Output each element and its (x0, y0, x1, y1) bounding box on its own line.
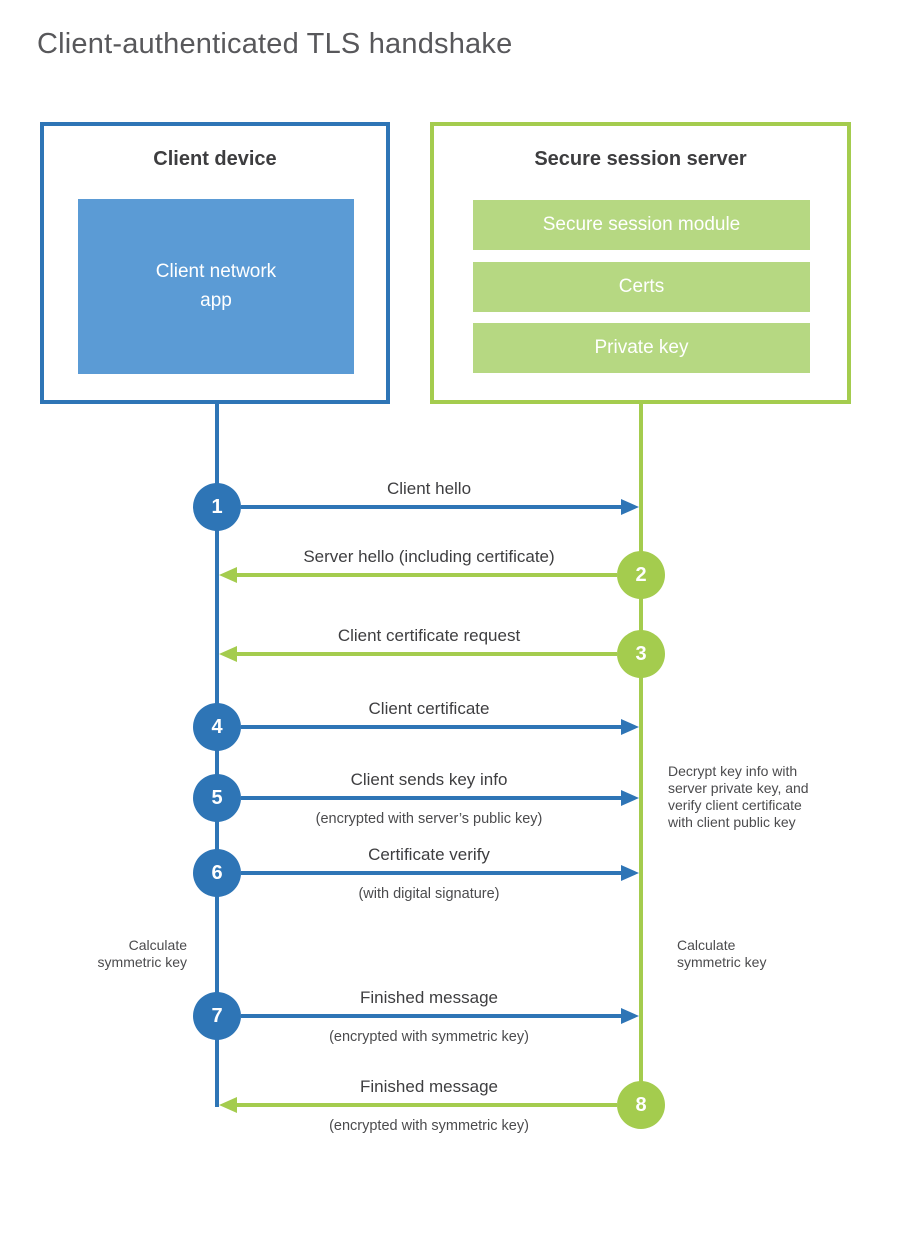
step-number-badge: 6 (193, 849, 241, 897)
message-arrow (237, 573, 617, 577)
message-arrow (241, 871, 621, 875)
arrowhead-left-icon (219, 567, 237, 583)
message-label: Client certificate (368, 699, 490, 718)
message-arrow (241, 725, 621, 729)
message-label: Client hello (386, 479, 472, 498)
step-number-badge: 4 (193, 703, 241, 751)
message-label: Finished message (360, 988, 498, 1007)
message-arrow (241, 505, 621, 509)
message-arrow (237, 1103, 617, 1107)
server-module-private-key: Private key (473, 323, 810, 373)
step-number-badge: 5 (193, 774, 241, 822)
step-number-badge: 2 (617, 551, 665, 599)
client-network-app-box: Client network app (78, 199, 354, 374)
message-label: Server hello (including certificate) (303, 547, 555, 566)
message-arrow (237, 652, 617, 656)
server-module-certs: Certs (473, 262, 810, 312)
message-arrow (241, 1014, 621, 1018)
message-sublabel: (encrypted with symmetric key) (329, 1029, 529, 1045)
arrowhead-left-icon (219, 1097, 237, 1113)
secure-session-server-title: Secure session server (534, 148, 747, 170)
step-number-badge: 7 (193, 992, 241, 1040)
message-sublabel: (encrypted with symmetric key) (329, 1118, 529, 1134)
client-device-title: Client device (153, 148, 277, 170)
step-number-badge: 3 (617, 630, 665, 678)
message-label: Client certificate request (337, 626, 521, 645)
step-number-badge: 8 (617, 1081, 665, 1129)
message-label: Client sends key info (350, 770, 508, 789)
arrowhead-right-icon (621, 865, 639, 881)
arrowhead-right-icon (621, 719, 639, 735)
arrowhead-right-icon (621, 499, 639, 515)
calc-symmetric-key-right: Calculate symmetric key (677, 937, 767, 970)
page-title: Client-authenticated TLS handshake (37, 28, 513, 60)
message-arrow (241, 796, 621, 800)
message-sublabel: (with digital signature) (358, 886, 500, 902)
message-label: Finished message (360, 1077, 498, 1096)
decrypt-note: Decrypt key info with server private key… (668, 763, 809, 830)
calc-symmetric-key-left: Calculate symmetric key (97, 937, 187, 970)
arrowhead-right-icon (621, 1008, 639, 1024)
arrowhead-left-icon (219, 646, 237, 662)
server-module-secure-session: Secure session module (473, 200, 810, 250)
server-lifeline (639, 404, 643, 1107)
step-number-badge: 1 (193, 483, 241, 531)
message-sublabel: (encrypted with server’s public key) (315, 811, 543, 827)
arrowhead-right-icon (621, 790, 639, 806)
message-label: Certificate verify (368, 845, 490, 864)
client-lifeline (215, 404, 219, 1107)
